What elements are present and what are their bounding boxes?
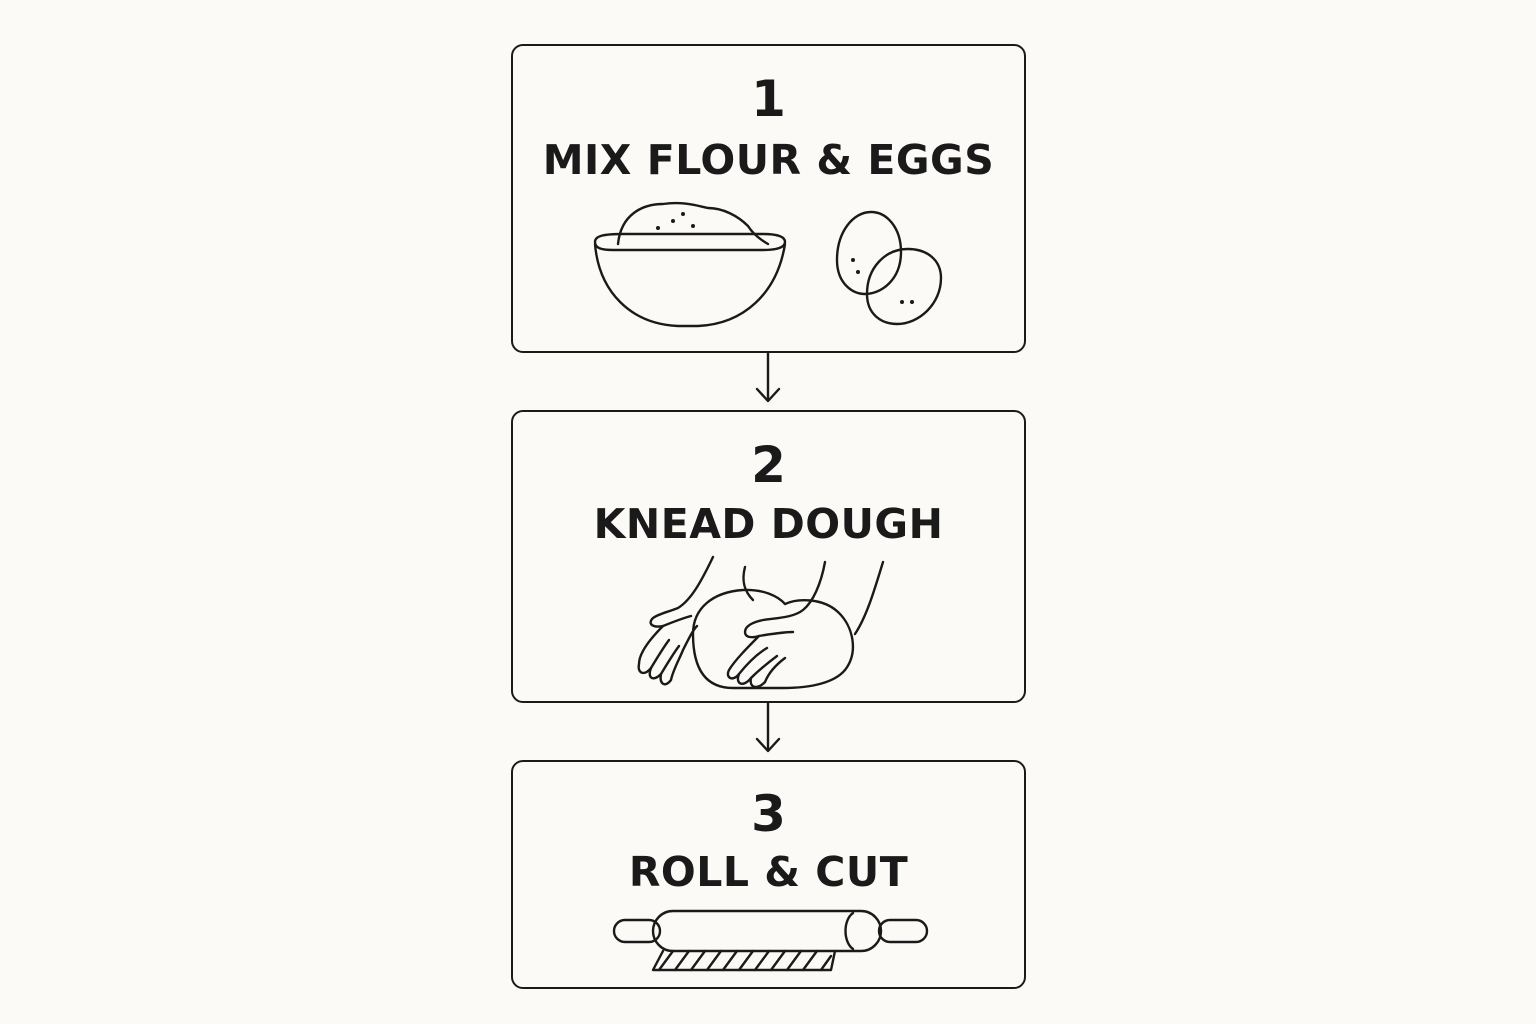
step-2-box: 2 KNEAD DOUGH (511, 410, 1026, 703)
step-1-box: 1 MIX FLOUR & EGGS (511, 44, 1026, 353)
rolling-pin-icon (612, 909, 929, 972)
step-3-number: 3 (751, 785, 786, 843)
step-1-number: 1 (751, 70, 786, 128)
eggs-icon (835, 210, 943, 326)
step-1-title: MIX FLOUR & EGGS (542, 136, 995, 184)
step-2-illustration (637, 555, 885, 690)
kneading-hands-icon (637, 555, 885, 690)
step-2-title: KNEAD DOUGH (593, 500, 944, 548)
step-3-box: 3 ROLL & CUT (511, 760, 1026, 989)
step-1-illustration (593, 201, 943, 328)
flour-bowl-icon (593, 201, 787, 328)
arrow-down-1 (755, 351, 781, 403)
arrow-down-2 (755, 701, 781, 753)
step-3-illustration (612, 909, 929, 972)
step-2-number: 2 (751, 436, 786, 494)
step-3-title: ROLL & CUT (628, 848, 909, 896)
